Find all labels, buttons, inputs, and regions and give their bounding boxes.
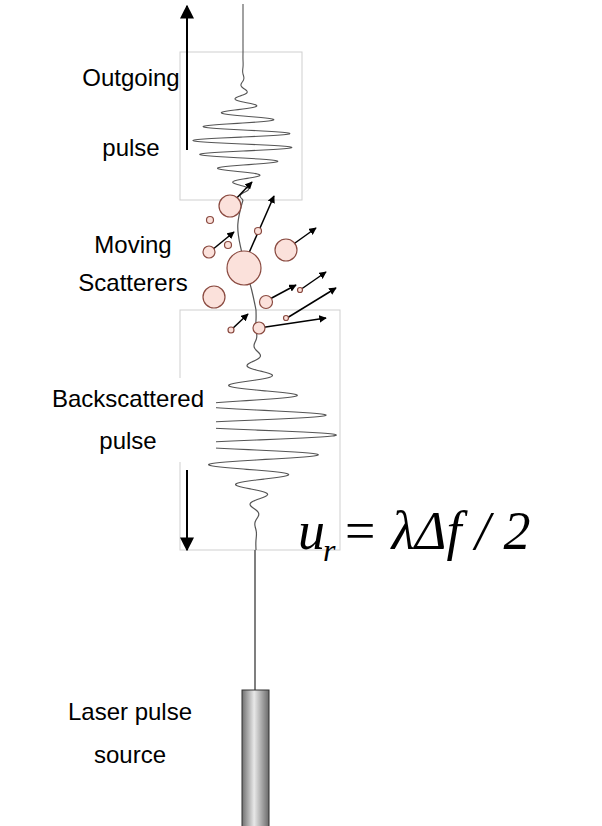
scatterer [219, 195, 241, 217]
scatterer [260, 296, 273, 309]
source-label: Laser pulse source [30, 690, 230, 776]
formula-symbol: u [298, 504, 325, 558]
direction-arrow [186, 6, 188, 150]
scatterer [298, 288, 303, 293]
scatterer-label: Moving Scatterers [58, 226, 208, 302]
velocity-arrow [287, 288, 336, 318]
scatterer [284, 316, 289, 321]
pulse-label: Backscattered pulse [40, 378, 216, 462]
scatterer [255, 228, 262, 235]
velocity-arrow [259, 318, 326, 328]
formula-subscript: r [323, 534, 335, 566]
scatterer [207, 217, 214, 224]
scatterer [228, 327, 234, 333]
direction-arrow [186, 470, 188, 550]
scatterer-arrows [212, 182, 336, 330]
formula-expression: = λΔf / 2 [341, 504, 530, 558]
scatterer [253, 322, 265, 334]
beam-line [254, 550, 256, 690]
scatterer [203, 246, 215, 258]
scatterer [225, 242, 232, 249]
velocity-arrow [268, 285, 296, 300]
wave-trace [193, 4, 292, 200]
scatterers [203, 195, 303, 334]
laser-source [242, 690, 269, 826]
pulse-label: Outgoing pulse [78, 43, 184, 183]
scatterer [275, 239, 297, 261]
scatterer [203, 286, 225, 308]
velocity-arrow [300, 272, 326, 290]
velocity-arrow [212, 232, 234, 250]
scatterer [227, 251, 261, 285]
pulse-frame [180, 52, 302, 200]
wave-packets [177, 4, 336, 550]
